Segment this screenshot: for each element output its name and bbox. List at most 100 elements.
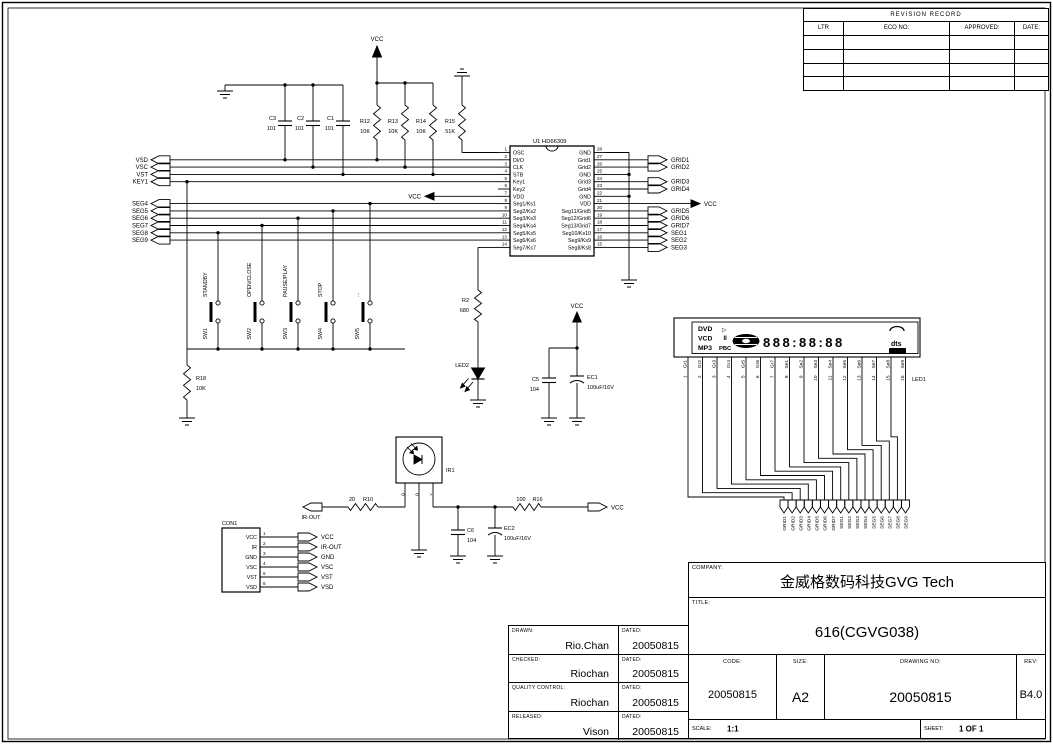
port-flag <box>297 562 319 572</box>
switch-contact <box>295 318 301 324</box>
port-flag <box>876 499 886 514</box>
display-wire <box>847 357 874 500</box>
ic-pin-label: Seg7/Ks7 <box>513 245 536 251</box>
display-pin-label: Se8 <box>886 360 892 369</box>
port-label: SEG1 <box>671 231 688 237</box>
port-flag <box>647 162 669 172</box>
vcc-arrow-icon <box>423 191 435 201</box>
port-flag <box>647 228 669 238</box>
drawn-date: 20050815 <box>632 639 679 652</box>
ic-body <box>509 145 595 257</box>
drawing-no-label: DRAWING NO: <box>900 659 941 665</box>
connector-pin-label: SEG7 <box>888 516 894 529</box>
display-pin-number: 7 <box>770 375 776 378</box>
connector-pin-label: SEG1 <box>839 516 845 529</box>
ic-pin-number: 24 <box>597 176 603 181</box>
ic-pin-label: Grid4 <box>578 187 591 193</box>
port-flag <box>803 499 813 514</box>
pause-icon: II <box>724 336 728 342</box>
port-label: SEG5 <box>132 209 149 215</box>
scale-value: 1:1 <box>727 724 739 734</box>
switch-function-label: PAUSE/PLAY <box>283 264 289 297</box>
vcc-label: VCC <box>371 37 384 43</box>
drawing-title: 616(CGVG038) <box>814 624 920 641</box>
port-flag <box>149 206 171 216</box>
port-flag <box>844 499 854 514</box>
display-inner <box>691 321 919 354</box>
component-value: 10K <box>196 386 206 392</box>
junction-dot <box>283 158 287 162</box>
led-icon <box>470 367 486 380</box>
ic-pin-label: GND <box>579 151 591 157</box>
revision-record-table: REVISION RECORD LTR ECO NO: APPROVED: DA… <box>803 8 1049 92</box>
resistor-symbol <box>512 502 542 512</box>
vcc-arrow-icon <box>690 199 702 209</box>
revision-record-title: REVISION RECORD <box>804 9 1048 22</box>
junction-dot <box>311 165 315 169</box>
component-ref: R10 <box>363 497 373 503</box>
component-ref: C1 <box>327 116 334 122</box>
vcc-label: VCC <box>571 304 584 310</box>
rev-empty-cell <box>950 48 1015 63</box>
component-ref: R14 <box>416 119 426 125</box>
rev-empty-cell <box>950 62 1015 77</box>
component-value: 101 <box>325 126 334 132</box>
sheet-value: 1 OF 1 <box>959 724 984 734</box>
rev-col-date: DATE: <box>1022 25 1041 31</box>
connector-pin-label: GRID7 <box>831 516 837 531</box>
port-label: GRID3 <box>671 180 690 186</box>
port-flag <box>647 221 669 230</box>
con1-net-label: VSC <box>321 565 334 571</box>
component-ref: R18 <box>196 376 206 382</box>
ic-pin-label: Seg1/Ks1 <box>513 202 536 208</box>
switch-actuator <box>324 302 328 322</box>
connector-pin-label: SEG9 <box>904 516 910 529</box>
size-label: SIZE: <box>792 659 809 665</box>
resistor-symbol <box>347 502 379 512</box>
ic-pin-number: 21 <box>597 198 603 203</box>
port-flag <box>820 499 829 514</box>
display-pin-label: Gr2 <box>697 360 703 368</box>
con1-pin-number: 6 <box>263 581 266 586</box>
arrow-head <box>412 445 419 451</box>
rev-empty-cell <box>1015 48 1048 63</box>
component-ref: IR1 <box>446 468 455 474</box>
display-wire <box>716 357 801 500</box>
display-wire <box>731 357 809 500</box>
port-flag <box>149 228 171 238</box>
port-flag <box>901 499 910 514</box>
con1-net-label: IR-OUT <box>321 545 342 551</box>
signature-row: DRAWN:Rio.Chan DATED:20050815 <box>509 626 688 655</box>
junction-dot <box>368 347 372 351</box>
revision-record-grid: LTR ECO NO: APPROVED: DATE: <box>804 22 1048 91</box>
rev-col-approved: APPROVED: <box>950 22 1015 35</box>
qc-label: QUALITY CONTROL: <box>512 685 566 691</box>
title-block: COMPANY: 金威格数码科技GVG Tech TITLE: 616(CGVG… <box>688 562 1046 739</box>
connector-pin-label: SEG3 <box>855 516 861 529</box>
ic-pin-number: 18 <box>597 220 603 225</box>
display-pin-number: 13 <box>857 375 863 381</box>
switch-contact <box>330 300 336 306</box>
junction-dot <box>627 194 631 198</box>
code-value: 20050815 <box>708 689 757 701</box>
component-ref: R12 <box>360 119 370 125</box>
rev-empty-cell <box>1015 76 1048 90</box>
display-pin-number: 11 <box>828 375 834 380</box>
released-date: 20050815 <box>632 726 679 738</box>
component-value: 20 <box>349 497 355 503</box>
connector-pin-label: GRID3 <box>798 516 804 531</box>
pbc-badge: PBC <box>719 346 732 352</box>
display-wire <box>760 357 825 500</box>
ic-pin-label: Seg6/Ks6 <box>513 238 536 244</box>
display-pin-label: Se7 <box>871 360 877 369</box>
signature-row: QUALITY CONTROL:Riochan DATED:20050815 <box>509 683 688 712</box>
component-value: 10K <box>388 129 398 135</box>
component-value: 51K <box>445 129 455 135</box>
display-wire <box>687 357 785 500</box>
port-flag <box>868 499 878 514</box>
switch-function-label: OPEN/CLOSE <box>247 262 253 297</box>
component-ref: R13 <box>388 119 398 125</box>
ir-pin-mark: O <box>401 492 405 497</box>
ic-pin-number: 20 <box>597 205 603 210</box>
